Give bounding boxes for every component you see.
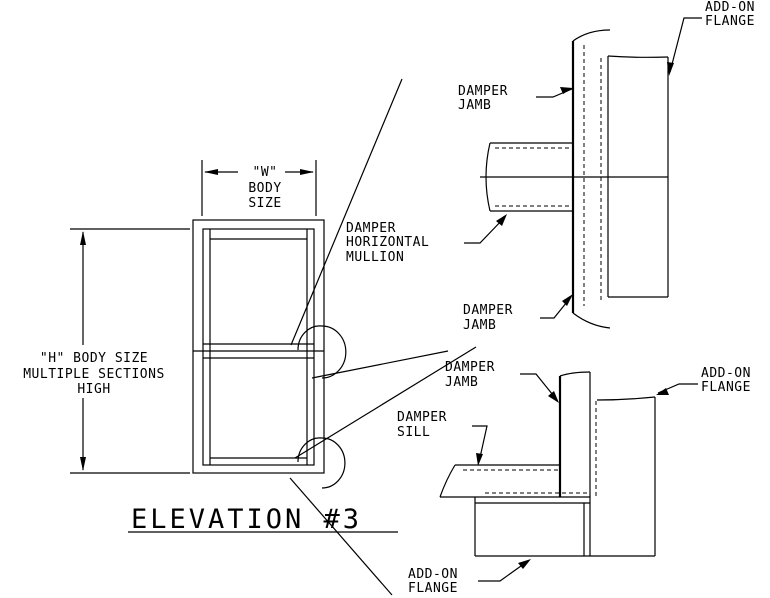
height-dimension: "H" BODY SIZE MULTIPLE SECTIONS HIGH (23, 228, 190, 474)
label-add-on-flange-top: ADD-ON FLANGE (667, 0, 755, 76)
height-dim-line-3: HIGH (77, 382, 110, 397)
damper-jamb-lower-line-2: JAMB (445, 375, 478, 390)
add-on-flange-top-line-1: ADD-ON (705, 0, 755, 15)
width-dim-line-2: BODY (248, 181, 281, 196)
damper-jamb-lower-line-1: DAMPER (445, 360, 495, 375)
elevation-title-text: ELEVATION #3 (131, 504, 362, 535)
svg-text:HORIZONTAL: HORIZONTAL (346, 235, 429, 250)
svg-text:JAMB: JAMB (458, 98, 491, 113)
elevation-title: ELEVATION #3 (128, 504, 398, 535)
svg-text:DAMPER: DAMPER (463, 303, 513, 318)
svg-text:DAMPER: DAMPER (458, 84, 508, 99)
leader-to-sill-detail-2 (289, 477, 393, 596)
svg-text:FLANGE: FLANGE (408, 581, 458, 596)
add-on-flange-bottom-line-1: ADD-ON (408, 567, 458, 582)
svg-text:FLANGE: FLANGE (701, 380, 751, 395)
svg-text:DAMPER: DAMPER (397, 410, 447, 425)
damper-sill-line-1: DAMPER (397, 410, 447, 425)
svg-text:BODY: BODY (248, 181, 281, 196)
label-add-on-flange-right: ADD-ON FLANGE (656, 366, 751, 395)
damper-jamb-mid-line-1: DAMPER (463, 303, 513, 318)
label-add-on-flange-bottom: ADD-ON FLANGE (408, 559, 531, 596)
detail-callouts (289, 78, 477, 596)
svg-text:MULTIPLE SECTIONS: MULTIPLE SECTIONS (23, 367, 165, 382)
leader-to-mullion-detail-2 (311, 350, 449, 379)
svg-text:SIZE: SIZE (248, 196, 281, 211)
width-dimension: "W" BODY SIZE (201, 160, 317, 216)
label-damper-jamb-mid: DAMPER JAMB (463, 294, 573, 333)
label-damper-horizontal-mullion: DAMPER HORIZONTAL MULLION (346, 214, 507, 265)
sill-detail (439, 371, 656, 557)
label-damper-sill: DAMPER SILL (397, 410, 488, 466)
mullion-line-1: DAMPER (346, 221, 396, 236)
elevation-frame (192, 219, 325, 474)
mullion-detail (480, 29, 669, 329)
leader-to-sill-detail (294, 346, 477, 459)
svg-text:FLANGE: FLANGE (705, 14, 755, 29)
svg-text:"W": "W" (253, 165, 278, 180)
svg-text:"H" BODY SIZE: "H" BODY SIZE (40, 351, 148, 366)
add-on-flange-right-line-2: FLANGE (701, 380, 751, 395)
width-dim-line-3: SIZE (248, 196, 281, 211)
damper-jamb-top-line-1: DAMPER (458, 84, 508, 99)
svg-text:ADD-ON: ADD-ON (701, 366, 751, 381)
damper-sill-line-2: SILL (397, 425, 430, 440)
svg-text:HIGH: HIGH (77, 382, 110, 397)
svg-text:DAMPER: DAMPER (445, 360, 495, 375)
svg-text:ADD-ON: ADD-ON (408, 567, 458, 582)
damper-jamb-mid-line-2: JAMB (463, 318, 496, 333)
height-dim-line-1: "H" BODY SIZE (40, 351, 148, 366)
height-dim-line-2: MULTIPLE SECTIONS (23, 367, 165, 382)
svg-text:SILL: SILL (397, 425, 430, 440)
label-damper-jamb-lower: DAMPER JAMB (445, 360, 559, 403)
damper-jamb-top-line-2: JAMB (458, 98, 491, 113)
svg-text:MULLION: MULLION (346, 250, 404, 265)
svg-text:JAMB: JAMB (445, 375, 478, 390)
leader-to-mullion-detail (290, 78, 403, 346)
mullion-line-2: HORIZONTAL (346, 235, 429, 250)
mullion-line-3: MULLION (346, 250, 404, 265)
svg-text:JAMB: JAMB (463, 318, 496, 333)
add-on-flange-top-line-2: FLANGE (705, 14, 755, 29)
svg-text:ADD-ON: ADD-ON (705, 0, 755, 15)
add-on-flange-bottom-line-2: FLANGE (408, 581, 458, 596)
label-damper-jamb-top: DAMPER JAMB (458, 84, 573, 113)
add-on-flange-right-line-1: ADD-ON (701, 366, 751, 381)
svg-text:DAMPER: DAMPER (346, 221, 396, 236)
width-dim-line-1: "W" (253, 165, 278, 180)
